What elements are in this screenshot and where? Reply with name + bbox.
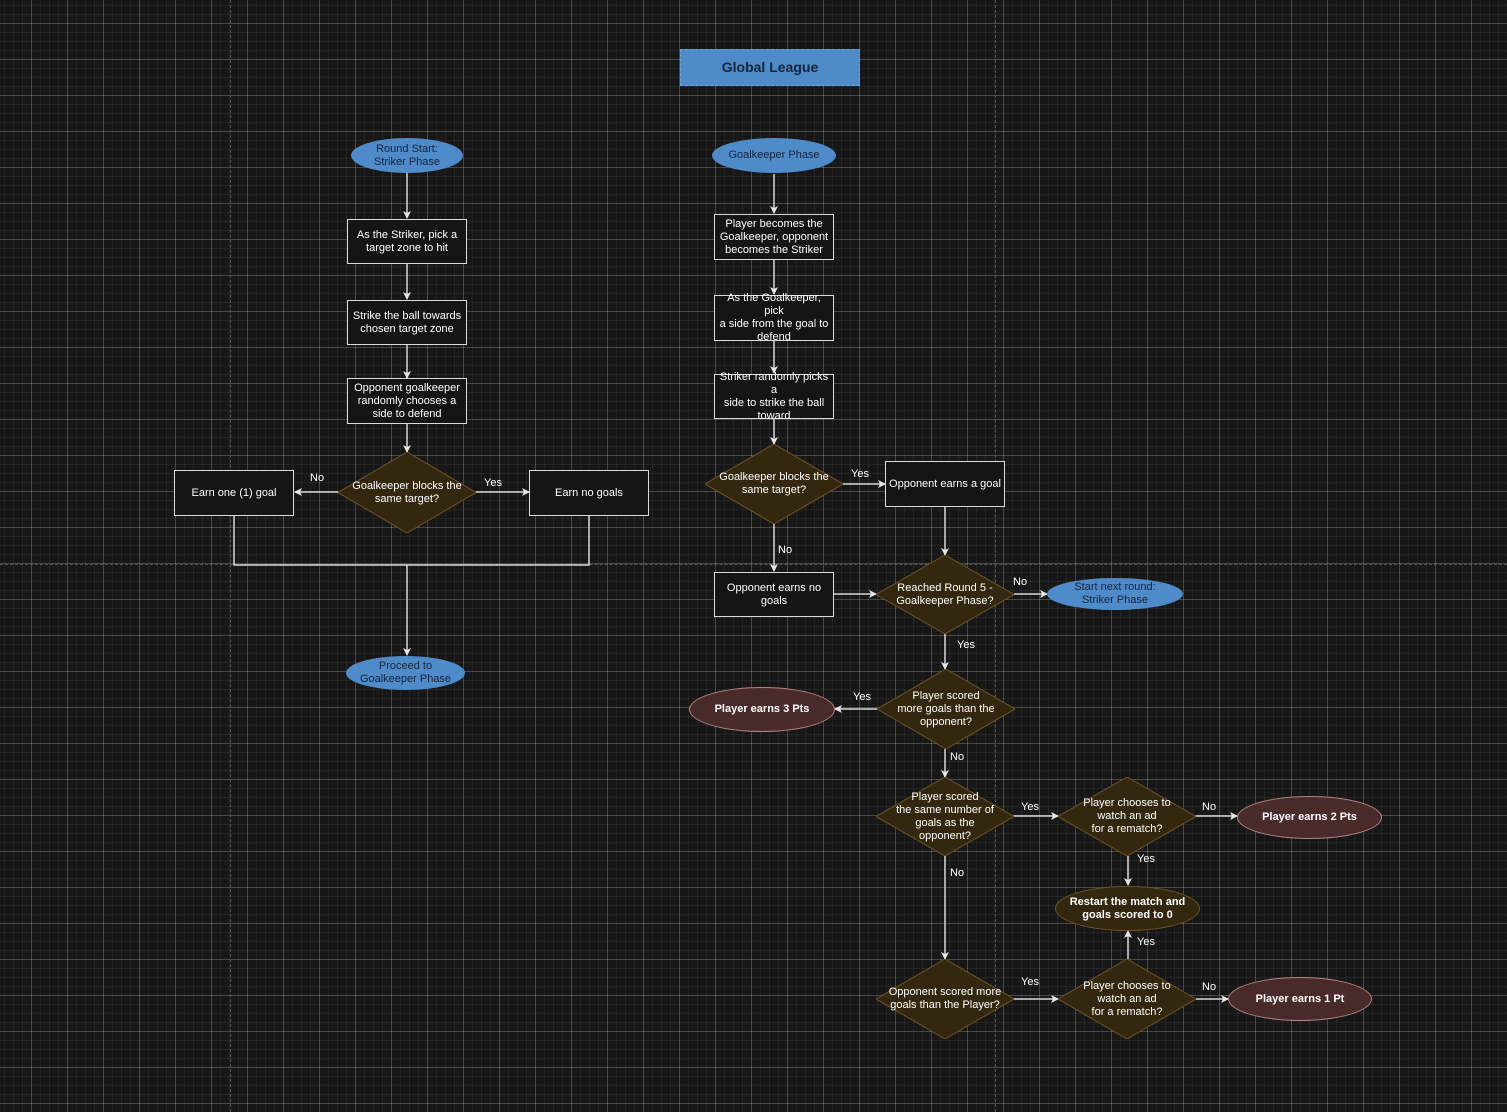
restart-match: Restart the match and goals scored to 0	[1055, 886, 1200, 931]
decision-text: Reached Round 5 - Goalkeeper Phase?	[896, 581, 994, 607]
outcome-player-earns-1-pt: Player earns 1 Pt	[1228, 977, 1372, 1021]
edge-label-yes: Yes	[851, 468, 869, 480]
edge-label-no: No	[950, 751, 965, 763]
decision-goalkeeper-blocks-gk: Goalkeeper blocks the same target?	[705, 444, 843, 524]
start-goalkeeper-phase: Goalkeeper Phase	[712, 138, 836, 173]
edge	[233, 516, 590, 566]
decision-reached-round-5: Reached Round 5 - Goalkeeper Phase?	[876, 555, 1014, 634]
decision-goalkeeper-blocks-striker: Goalkeeper blocks the same target?	[338, 452, 476, 533]
decision-watch-ad-rematch-2: Player chooses to watch an ad for a rema…	[1058, 959, 1196, 1039]
edge-label-no: No	[950, 867, 965, 879]
outcome-opponent-earns-no-goals: Opponent earns no goals	[714, 572, 834, 617]
step-striker-picks-side: Striker randomly picks a side to strike …	[714, 371, 834, 422]
edge-label-yes: Yes	[484, 477, 502, 489]
step-pick-target-zone: As the Striker, pick a target zone to hi…	[347, 219, 467, 264]
decision-text: Player scored the same number of goals a…	[896, 790, 994, 842]
edge-label-yes: Yes	[853, 691, 871, 703]
step-opponent-chooses-side: Opponent goalkeeper randomly chooses a s…	[347, 378, 467, 424]
page-break-line	[0, 564, 1507, 565]
outcome-player-earns-2-pts: Player earns 2 Pts	[1237, 796, 1382, 839]
start-next-round: Start next round: Striker Phase	[1047, 578, 1183, 610]
step-pick-side-to-defend: As the Goalkeeper, pick a side from the …	[714, 292, 834, 343]
step-strike-ball: Strike the ball towards chosen target zo…	[347, 300, 467, 345]
decision-text: Player scored more goals than the oppone…	[897, 689, 995, 728]
edge-label-no: No	[1013, 576, 1028, 588]
page-break-line	[230, 0, 231, 1112]
start-striker-phase: Round Start: Striker Phase	[351, 138, 463, 173]
decision-opponent-scored-more: Opponent scored more goals than the Play…	[876, 959, 1014, 1039]
edge-label-yes: Yes	[1021, 976, 1039, 988]
edge-label-no: No	[310, 472, 325, 484]
edge-label-yes: Yes	[957, 639, 975, 651]
decision-text: Opponent scored more goals than the Play…	[888, 986, 1002, 1011]
diagram-title: Global League	[680, 49, 860, 86]
decision-text: Player chooses to watch an ad for a rema…	[1083, 797, 1171, 835]
step-player-becomes-goalkeeper: Player becomes the Goalkeeper, opponent …	[714, 214, 834, 260]
decision-text: Goalkeeper blocks the same target?	[719, 471, 829, 496]
decision-watch-ad-rematch-1: Player chooses to watch an ad for a rema…	[1058, 777, 1196, 856]
edge-label-yes: Yes	[1137, 853, 1155, 865]
edge-label-no: No	[1202, 801, 1217, 813]
outcome-earn-one-goal: Earn one (1) goal	[174, 470, 294, 516]
page-break-line	[995, 0, 996, 1112]
edge-label-yes: Yes	[1021, 801, 1039, 813]
decision-text: Player chooses to watch an ad for a rema…	[1083, 979, 1171, 1018]
decision-player-scored-more: Player scored more goals than the oppone…	[877, 669, 1015, 749]
edge-label-yes: Yes	[1137, 936, 1155, 948]
decision-player-scored-same: Player scored the same number of goals a…	[876, 777, 1014, 856]
decision-text: Goalkeeper blocks the same target?	[352, 479, 462, 505]
outcome-opponent-earns-goal: Opponent earns a goal	[885, 461, 1005, 507]
edge-label-no: No	[778, 544, 793, 556]
outcome-earn-no-goals: Earn no goals	[529, 470, 649, 516]
proceed-to-goalkeeper-phase: Proceed to Goalkeeper Phase	[346, 656, 465, 690]
edge-label-no: No	[1202, 981, 1217, 993]
outcome-player-earns-3-pts: Player earns 3 Pts	[689, 687, 835, 732]
